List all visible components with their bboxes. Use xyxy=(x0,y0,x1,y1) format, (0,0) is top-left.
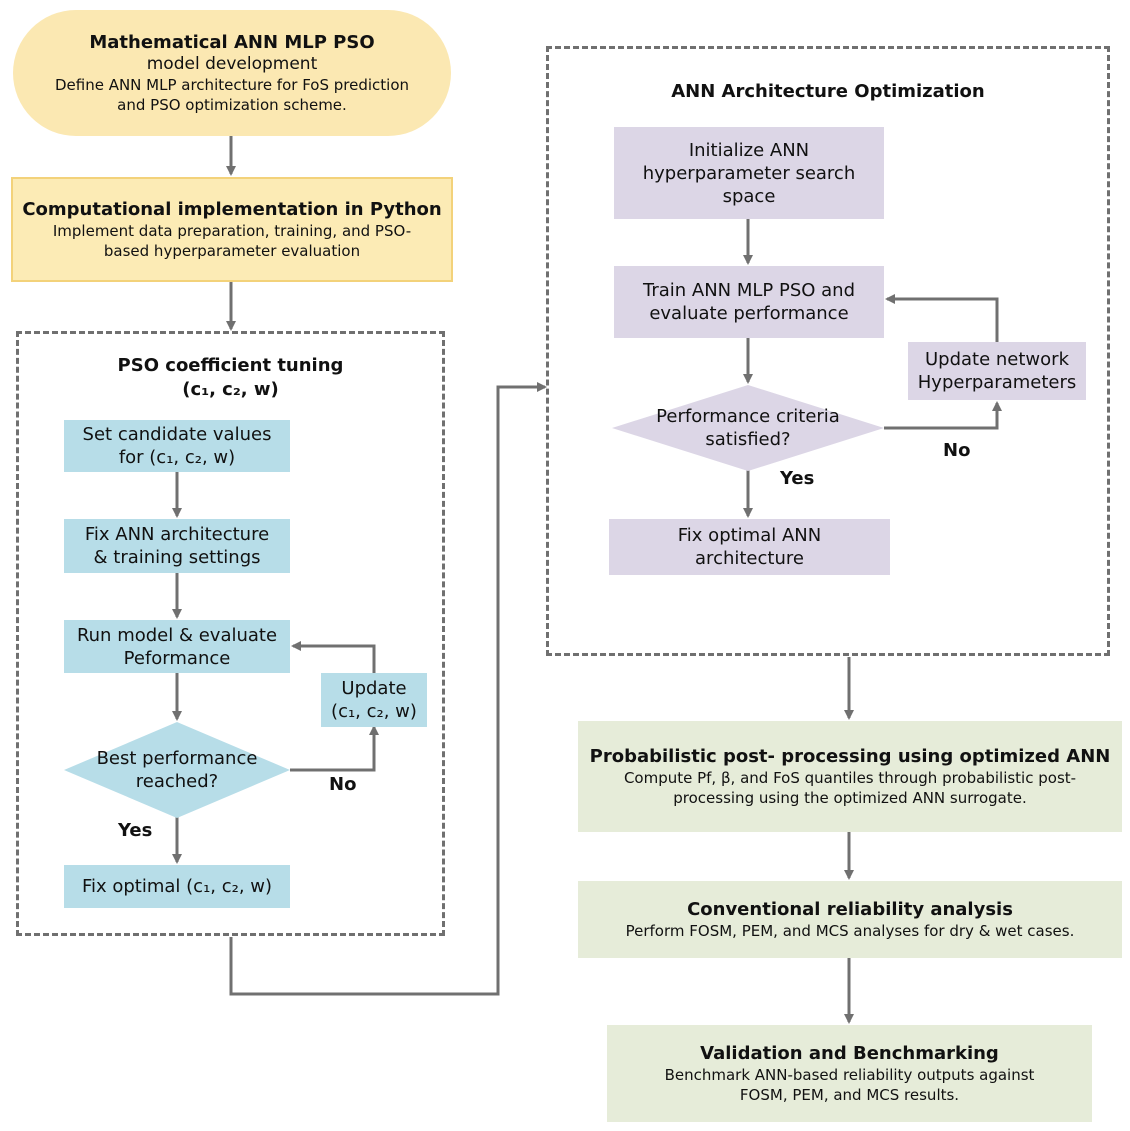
set-candidate-line1: Set candidate values xyxy=(82,424,272,445)
ann-yes-label: Yes xyxy=(780,468,815,489)
run-model-node: Run model & evaluate Peformance xyxy=(64,620,290,673)
validation-line3: FOSM, PEM, and MCS results. xyxy=(739,1085,960,1104)
probabilistic-post-processing-node: Probabilistic post- processing using opt… xyxy=(578,721,1122,832)
initialize-line2: hyperparameter search xyxy=(642,162,856,184)
arrow-update-to-run xyxy=(291,641,376,673)
train-ann-node: Train ANN MLP PSO and evaluate performan… xyxy=(614,266,884,338)
train-line2: evaluate performance xyxy=(649,303,849,324)
model-development-node: Mathematical ANN MLP PSO model developme… xyxy=(13,10,451,136)
fix-optimal-ann-line1: Fix optimal ANN xyxy=(677,525,822,546)
arrow-best-no-to-update xyxy=(290,725,379,772)
model-development-line4: and PSO optimization scheme. xyxy=(117,95,347,114)
probabilistic-title: Probabilistic post- processing using opt… xyxy=(589,745,1111,767)
validation-line2: Benchmark ANN-based reliability outputs … xyxy=(664,1065,1035,1084)
best-performance-diamond xyxy=(64,722,290,818)
pso-tuning-title: PSO coefficient tuning xyxy=(117,355,344,376)
update-network-line1: Update network xyxy=(924,349,1069,370)
pso-yes-label: Yes xyxy=(118,820,153,841)
update-coefficients-line2: (c₁, c₂, w) xyxy=(331,701,417,722)
fix-architecture-line1: Fix ANN architecture xyxy=(84,524,270,545)
conventional-reliability-node: Conventional reliability analysis Perfor… xyxy=(578,881,1122,958)
update-coefficients-node: Update (c₁, c₂, w) xyxy=(321,673,427,727)
computational-implementation-line2: Implement data preparation, training, an… xyxy=(52,221,412,240)
fix-optimal-ann-node: Fix optimal ANN architecture xyxy=(609,519,890,575)
arrow-update-to-train xyxy=(885,294,999,342)
probabilistic-line3: processing using the optimized ANN surro… xyxy=(673,788,1027,807)
fix-ann-architecture-node: Fix ANN architecture & training settings xyxy=(64,519,290,573)
model-development-line3: Define ANN MLP architecture for FoS pred… xyxy=(54,75,410,94)
pso-tuning-subtitle: (c₁, c₂, w) xyxy=(182,379,279,400)
run-model-line2: Peformance xyxy=(123,647,231,669)
ann-optimization-title: ANN Architecture Optimization xyxy=(671,81,985,102)
ann-optimization-group xyxy=(546,46,1110,656)
validation-title: Validation and Benchmarking xyxy=(700,1042,999,1064)
computational-implementation-line3: based hyperparameter evaluation xyxy=(103,241,361,260)
probabilistic-line2: Compute Pf, β, and FoS quantiles through… xyxy=(623,768,1077,787)
conventional-title: Conventional reliability analysis xyxy=(687,898,1013,920)
fix-optimal-ann-line2: architecture xyxy=(695,548,804,569)
conventional-line2: Perform FOSM, PEM, and MCS analyses for … xyxy=(625,921,1075,940)
computational-implementation-title: Computational implementation in Python xyxy=(22,198,442,220)
performance-criteria-label: Performance criteria satisfied? xyxy=(612,405,884,451)
best-performance-line2: reached? xyxy=(135,771,219,792)
computational-implementation-node: Computational implementation in Python I… xyxy=(11,177,453,282)
pso-tuning-group xyxy=(16,331,445,936)
initialize-ann-node: Initialize ANN hyperparameter search spa… xyxy=(614,127,884,219)
pso-no-label: No xyxy=(329,774,357,795)
criteria-line1: Performance criteria xyxy=(656,406,840,427)
performance-criteria-diamond xyxy=(612,385,884,471)
fix-optimal-coefficients-node: Fix optimal (c₁, c₂, w) xyxy=(64,865,290,908)
train-line1: Train ANN MLP PSO and xyxy=(642,280,856,301)
model-development-title: Mathematical ANN MLP PSO xyxy=(89,31,375,53)
best-performance-line1: Best performance xyxy=(96,748,258,769)
fix-optimal-coefficients-text: Fix optimal (c₁, c₂, w) xyxy=(81,876,273,897)
update-coefficients-line1: Update xyxy=(341,678,407,699)
initialize-line1: Initialize ANN xyxy=(688,139,810,161)
arrow-criteria-no-to-update xyxy=(884,401,1002,430)
ann-no-label: No xyxy=(943,440,971,461)
set-candidate-values-node: Set candidate values for (c₁, c₂, w) xyxy=(64,420,290,472)
fix-architecture-line2: & training settings xyxy=(93,547,261,568)
arrow-pso-to-ann xyxy=(229,382,547,996)
update-network-line2: Hyperparameters xyxy=(917,372,1077,393)
best-performance-label: Best performance reached? xyxy=(64,747,290,793)
validation-benchmarking-node: Validation and Benchmarking Benchmark AN… xyxy=(607,1025,1092,1122)
model-development-line2: model development xyxy=(146,53,318,74)
initialize-line3: space xyxy=(722,185,776,207)
set-candidate-line2: for (c₁, c₂, w) xyxy=(118,447,236,468)
criteria-line2: satisfied? xyxy=(705,429,791,450)
run-model-line1: Run model & evaluate xyxy=(76,624,278,646)
update-network-node: Update network Hyperparameters xyxy=(908,342,1086,400)
